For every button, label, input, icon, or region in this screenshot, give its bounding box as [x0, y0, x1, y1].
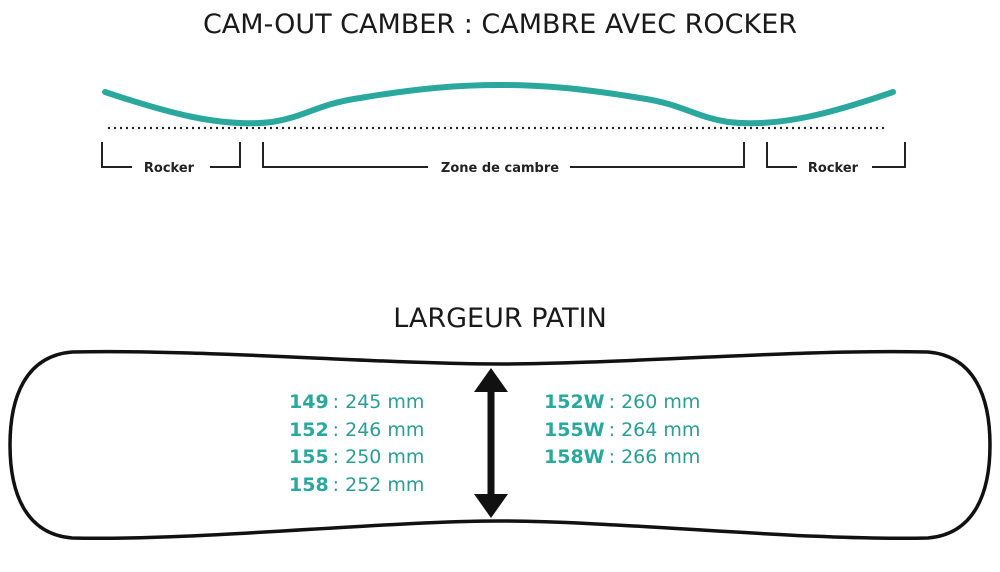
- width-row: 152W: 260 mm: [544, 391, 700, 413]
- rocker-right-bracket: [766, 142, 906, 168]
- width-list-right: 152W: 260 mm 155W: 264 mm 158W: 266 mm: [544, 391, 700, 468]
- rocker-left-bracket: [101, 142, 241, 168]
- rocker-right-label: Rocker: [808, 161, 859, 176]
- rocker-left-label: Rocker: [144, 161, 195, 176]
- width-row: 152: 246 mm: [289, 419, 424, 441]
- width-double-arrow: [474, 368, 508, 518]
- width-row: 149: 245 mm: [289, 391, 424, 413]
- camber-zone-bracket: [262, 142, 745, 168]
- board-outline: [8, 349, 992, 541]
- camber-zone-label: Zone de cambre: [441, 161, 559, 176]
- width-title: LARGEUR PATIN: [393, 303, 607, 334]
- width-list-left: 149: 245 mm 152: 246 mm 155: 250 mm 158:…: [289, 391, 424, 496]
- width-row: 155W: 264 mm: [544, 419, 700, 441]
- width-row: 158: 252 mm: [289, 474, 424, 496]
- width-row: 155: 250 mm: [289, 446, 424, 468]
- width-row: 158W: 266 mm: [544, 446, 700, 468]
- board-profile-curve: [102, 81, 896, 127]
- profile-title: CAM-OUT CAMBER : CAMBRE AVEC ROCKER: [203, 9, 797, 40]
